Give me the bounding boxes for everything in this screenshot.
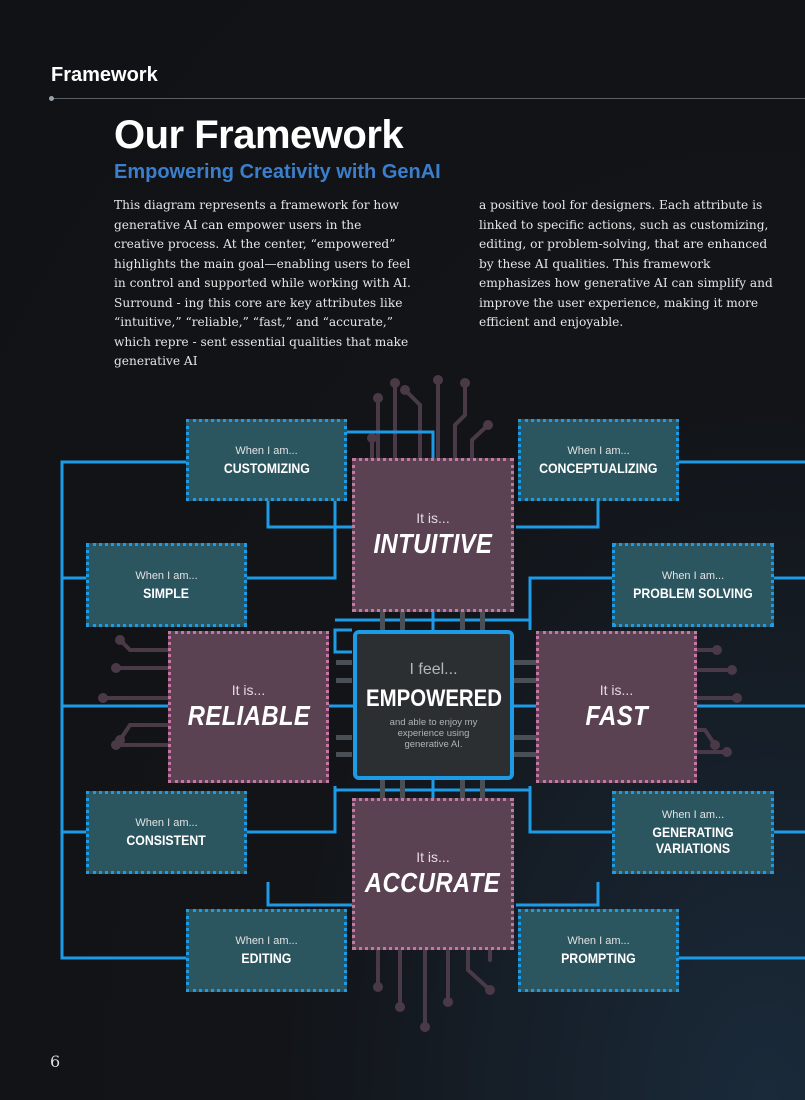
- attribute-label: ACCURATE: [365, 867, 501, 898]
- action-conceptualizing: When I am... CONCEPTUALIZING: [518, 419, 679, 501]
- action-prefix: When I am...: [135, 817, 198, 829]
- action-problem-solving: When I am... PROBLEM SOLVING: [612, 543, 774, 627]
- action-consistent: When I am... CONSISTENT: [86, 791, 247, 874]
- action-label: CONSISTENT: [126, 832, 207, 848]
- page-subtitle: Empowering Creativity with GenAI: [114, 161, 441, 183]
- action-prompting: When I am... PROMPTING: [518, 909, 679, 992]
- action-prefix: When I am...: [235, 444, 298, 457]
- action-prefix: When I am...: [235, 935, 298, 947]
- action-customizing: When I am... CUSTOMIZING: [186, 419, 347, 501]
- chip-pins: [336, 612, 536, 798]
- action-prefix: When I am...: [661, 809, 725, 821]
- center-empowered: I feel... EMPOWERED and able to enjoy my…: [353, 630, 514, 780]
- action-label: GENERATING VARIATIONS: [652, 824, 734, 856]
- divider-dot: [49, 96, 54, 101]
- attribute-label: FAST: [585, 700, 648, 731]
- attribute-prefix: It is...: [599, 682, 634, 698]
- action-prefix: When I am...: [135, 569, 198, 582]
- center-description: and able to enjoy my experience using ge…: [389, 716, 478, 750]
- attribute-reliable: It is... RELIABLE: [168, 631, 329, 783]
- section-label: Framework: [51, 64, 158, 86]
- action-editing: When I am... EDITING: [186, 909, 347, 992]
- action-prefix: When I am...: [661, 569, 725, 582]
- attribute-intuitive: It is... INTUITIVE: [352, 458, 514, 612]
- attribute-prefix: It is...: [231, 682, 266, 698]
- attribute-label: INTUITIVE: [373, 528, 493, 559]
- page-number: 6: [50, 1052, 61, 1071]
- action-label: SIMPLE: [143, 584, 190, 601]
- body-text-column-2: a positive tool for designers. Each attr…: [479, 198, 773, 329]
- action-label: CONCEPTUALIZING: [539, 459, 658, 476]
- circuit-pads: [98, 375, 742, 1032]
- attribute-fast: It is... FAST: [536, 631, 697, 783]
- action-generating-variations: When I am... GENERATING VARIATIONS: [612, 791, 774, 874]
- attribute-label: RELIABLE: [187, 700, 310, 731]
- center-label: EMPOWERED: [365, 684, 502, 712]
- action-label: PROBLEM SOLVING: [633, 584, 753, 601]
- attribute-prefix: It is...: [416, 510, 450, 526]
- action-label: PROMPTING: [561, 950, 636, 966]
- action-prefix: When I am...: [567, 935, 630, 947]
- body-text-column-1: This diagram represents a framework for …: [114, 198, 411, 368]
- header-divider: [51, 98, 805, 99]
- attribute-prefix: It is...: [416, 849, 450, 865]
- action-simple: When I am... SIMPLE: [86, 543, 247, 627]
- action-label: CUSTOMIZING: [223, 459, 310, 476]
- action-prefix: When I am...: [567, 444, 630, 457]
- action-label: EDITING: [241, 950, 292, 966]
- center-prefix: I feel...: [409, 660, 458, 678]
- page-title: Our Framework: [114, 113, 404, 157]
- attribute-accurate: It is... ACCURATE: [352, 798, 514, 950]
